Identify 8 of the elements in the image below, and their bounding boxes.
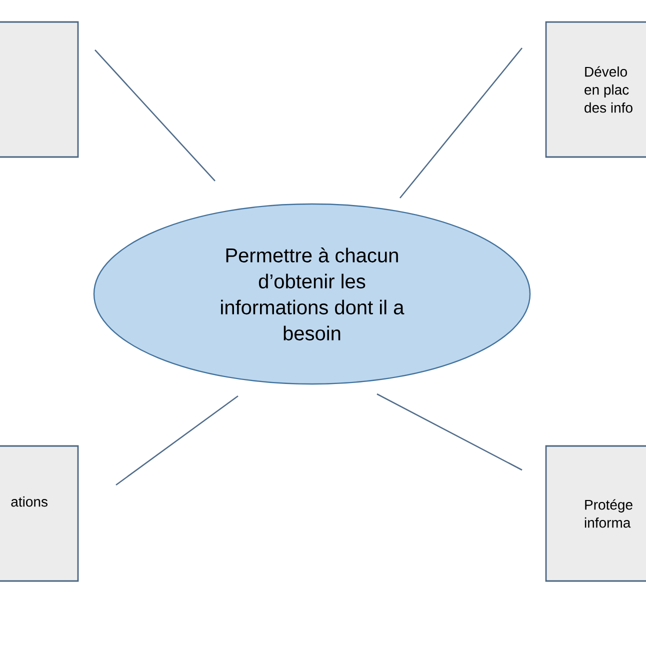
text-box: Dévelo en plac des info [545,21,646,158]
connector-line [400,48,522,198]
connector-line [116,395,238,486]
text-box: Protége informa [545,445,646,582]
connector-line [376,393,522,471]
text-box: ations [0,445,79,582]
empty-box [0,21,79,158]
connector-line [94,50,216,182]
